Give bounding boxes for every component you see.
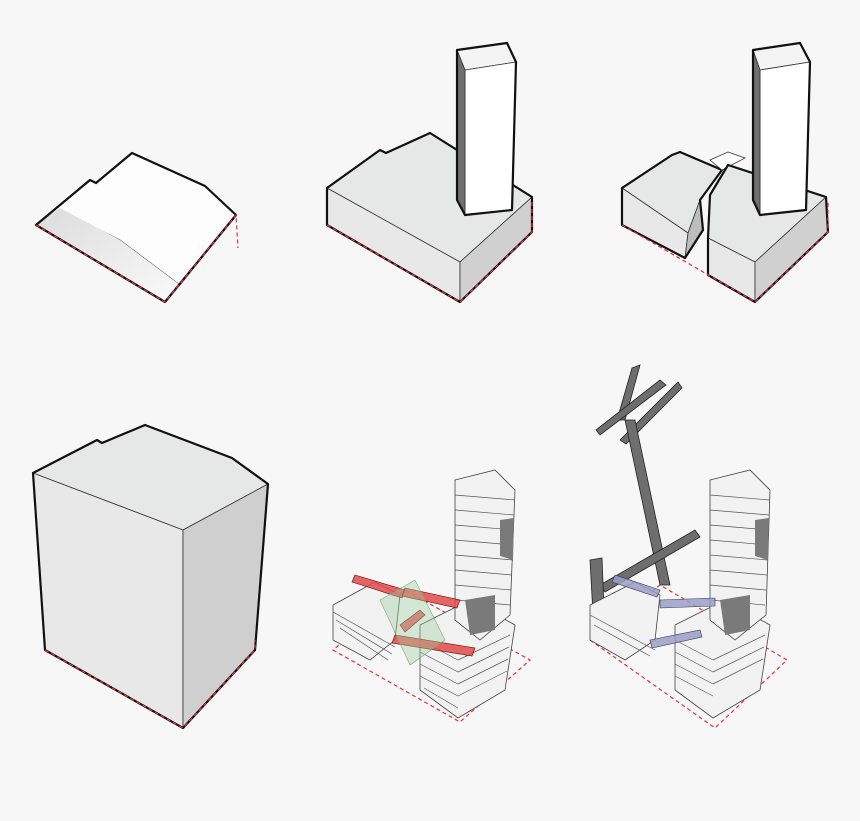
- slab-lines: [332, 611, 511, 709]
- site-boundary-line: [44, 640, 256, 729]
- red-circulation: [351, 574, 476, 657]
- site-boundary-line: [35, 213, 239, 303]
- panel-stacked-slabs-red-circulation: [331, 469, 532, 723]
- panel-full-envelope-block: [31, 423, 270, 730]
- panel-stacked-slabs-structure: [588, 364, 788, 729]
- structure-frame: [589, 364, 701, 636]
- panel-podium-and-tower: [325, 41, 534, 304]
- panel-site-terrain: [34, 151, 239, 304]
- blue-circulation: [611, 574, 716, 649]
- site-boundary-line: [621, 200, 829, 303]
- site-boundary-line: [326, 200, 533, 303]
- panel-split-podium-and-tower: [620, 41, 830, 304]
- green-circulation: [379, 579, 446, 666]
